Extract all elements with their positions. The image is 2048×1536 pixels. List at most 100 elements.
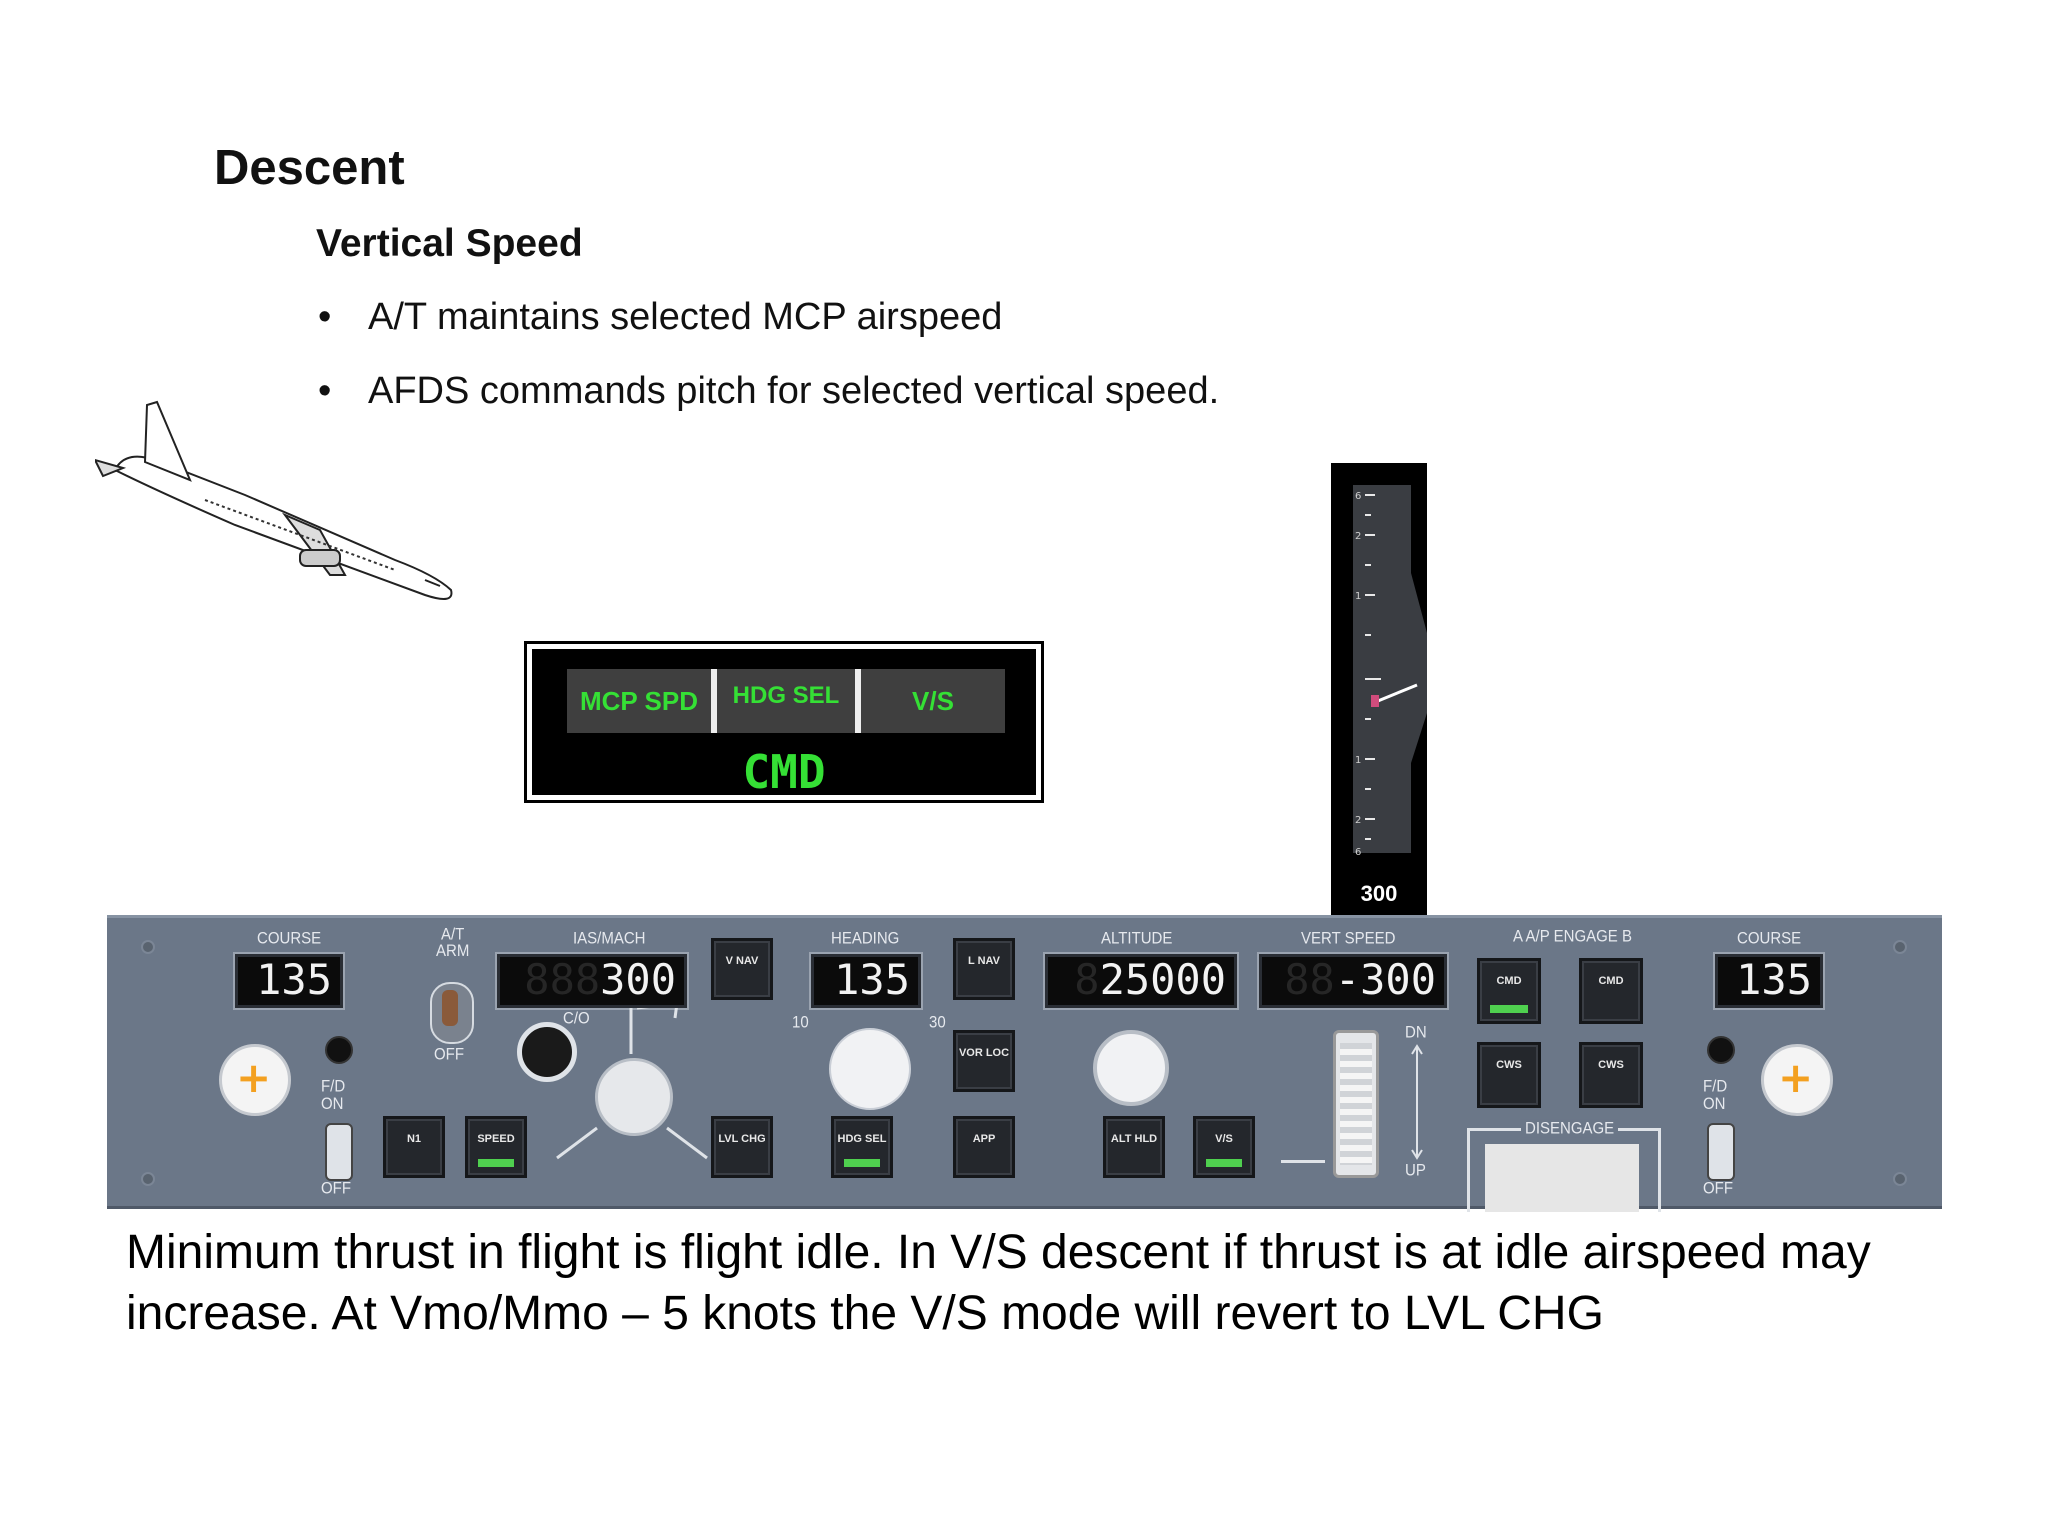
speed-button[interactable]: SPEED [465, 1116, 527, 1178]
vsi-scale: 6 2 1 1 2 6 [1353, 485, 1427, 858]
bullet-item: •A/T maintains selected MCP airspeed [318, 296, 1003, 338]
panel-screw [1893, 1172, 1907, 1186]
ap-engage-label: A A/P ENGAGE B [1513, 927, 1632, 946]
vs-guide-line [1281, 1160, 1325, 1163]
course-right-display: 135 [1715, 954, 1823, 1008]
fd-left-switch[interactable] [325, 1123, 353, 1181]
course-left-knob[interactable]: + [219, 1044, 291, 1116]
active-bar [1206, 1159, 1242, 1167]
fd-left-annunciator [325, 1036, 353, 1064]
plus-icon: + [1778, 1053, 1814, 1102]
fd-right-switch[interactable] [1707, 1123, 1735, 1181]
fd-right-annunciator [1707, 1036, 1735, 1064]
altitude-display: 825000 [1045, 954, 1237, 1008]
co-button[interactable] [517, 1022, 577, 1082]
panel-screw [1893, 940, 1907, 954]
vsi-scale-label: 6 [1355, 847, 1361, 858]
fma-speed-mode: MCP SPD [567, 669, 711, 733]
active-bar [1490, 1005, 1528, 1013]
altitude-value: 25000 [1099, 955, 1226, 1004]
panel-screw [141, 940, 155, 954]
fd-left-off-label: OFF [321, 1179, 351, 1198]
at-arm-off-label: OFF [434, 1045, 464, 1064]
ias-mach-value: 300 [600, 955, 676, 1004]
at-arm-switch[interactable] [430, 982, 474, 1044]
vert-speed-value: -300 [1334, 955, 1436, 1004]
course-left-display: 135 [235, 954, 343, 1008]
vs-button[interactable]: V/S [1193, 1116, 1255, 1178]
n1-button[interactable]: N1 [383, 1116, 445, 1178]
slide-subtitle: Vertical Speed [316, 222, 583, 265]
altitude-ghost-digit: 8 [1074, 955, 1100, 1004]
vsi-scale-label: 6 [1355, 491, 1361, 502]
speed-knob-guides [556, 1008, 708, 1160]
altitude-knob[interactable] [1093, 1030, 1169, 1106]
slide-title: Descent [214, 141, 405, 195]
active-bar [478, 1159, 514, 1167]
heading-label: HEADING [831, 929, 900, 948]
plus-icon: + [236, 1053, 272, 1102]
fma-autopilot-status: CMD [742, 745, 826, 799]
course-left-label: COURSE [257, 929, 322, 948]
vert-speed-label: VERT SPEED [1301, 929, 1396, 948]
vs-direction-arrow-icon [1411, 1044, 1423, 1160]
course-left-value: 135 [256, 955, 332, 1004]
bank-limit-left-label: 10 [792, 1013, 809, 1032]
cws-a-button[interactable]: CWS [1477, 1042, 1541, 1108]
vsi-pointer [1372, 683, 1418, 705]
panel-screw [141, 1172, 155, 1186]
speed-knob[interactable] [595, 1058, 673, 1136]
fma-divider [855, 669, 861, 733]
altitude-label: ALTITUDE [1101, 929, 1173, 948]
lnav-button[interactable]: L NAV [953, 938, 1015, 1000]
active-bar [844, 1159, 880, 1167]
bullet-item: •AFDS commands pitch for selected vertic… [318, 370, 1220, 412]
fma-pitch-mode: V/S [861, 669, 1005, 733]
alt-hld-button[interactable]: ALT HLD [1103, 1116, 1165, 1178]
vertical-speed-indicator: 6 2 1 1 2 6 300 [1331, 463, 1427, 917]
vsi-readout: 300 [1360, 881, 1398, 906]
hdg-sel-button[interactable]: HDG SEL [831, 1116, 893, 1178]
vor-loc-button[interactable]: VOR LOC [953, 1030, 1015, 1092]
cmd-b-button[interactable]: CMD [1579, 958, 1643, 1024]
course-right-knob[interactable]: + [1761, 1044, 1833, 1116]
fma-roll-mode: HDG SEL [717, 669, 855, 733]
app-button[interactable]: APP [953, 1116, 1015, 1178]
heading-value: 135 [834, 955, 910, 1004]
vsi-scale-label: 1 [1355, 755, 1361, 766]
flight-mode-annunciator: MCP SPD HDG SEL V/S CMD [524, 641, 1044, 803]
vs-up-label: UP [1405, 1161, 1426, 1180]
bullet-text: AFDS commands pitch for selected vertica… [368, 370, 1220, 412]
vsi-scale-label: 1 [1355, 591, 1361, 602]
ias-ghost-digits: 888 [524, 955, 601, 1004]
slide-caption: Minimum thrust in flight is flight idle.… [126, 1226, 1871, 1340]
cws-b-button[interactable]: CWS [1579, 1042, 1643, 1108]
cmd-a-button[interactable]: CMD [1477, 958, 1541, 1024]
airplane-illustration [95, 400, 453, 600]
co-label: C/O [563, 1009, 590, 1028]
vert-speed-display: 88-300 [1259, 954, 1447, 1008]
vsi-scale-label: 2 [1355, 531, 1361, 542]
vsi-scale-label: 2 [1355, 815, 1361, 826]
heading-knob[interactable] [829, 1028, 911, 1110]
lvl-chg-button[interactable]: LVL CHG [711, 1116, 773, 1178]
bullet-text: A/T maintains selected MCP airspeed [368, 296, 1003, 338]
vnav-button[interactable]: V NAV [711, 938, 773, 1000]
vsi-target-bug [1371, 695, 1379, 707]
ias-mach-display: 888300 [497, 954, 687, 1008]
fma-divider [711, 669, 717, 733]
vert-speed-wheel[interactable] [1333, 1030, 1379, 1178]
heading-display: 135 [811, 954, 921, 1008]
vs-ghost-digits: 88 [1284, 955, 1335, 1004]
ias-mach-label: IAS/MACH [573, 929, 646, 948]
vs-dn-label: DN [1405, 1023, 1427, 1042]
bank-limit-right-label: 30 [929, 1013, 946, 1032]
ap-disengage-bar[interactable] [1485, 1144, 1639, 1212]
disengage-label: DISENGAGE [1521, 1119, 1619, 1138]
course-right-value: 135 [1736, 955, 1812, 1004]
course-right-label: COURSE [1737, 929, 1802, 948]
